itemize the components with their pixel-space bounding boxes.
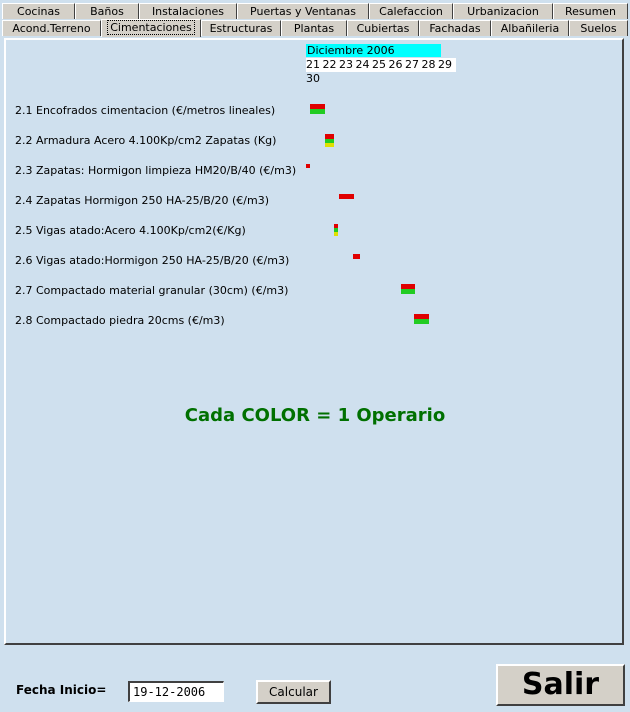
gantt-bar-2-1-operario-2	[310, 109, 325, 114]
gantt-bar-2-8-operario-1	[414, 314, 429, 319]
task-label: 2.4 Zapatas Hormigon 250 HA-25/B/20 (€/m…	[15, 194, 270, 207]
task-label: 2.3 Zapatas: Hormigon limpieza HM20/B/40…	[15, 164, 297, 177]
gantt-bar-2-2-operario-2	[325, 139, 334, 143]
tab-suelos[interactable]: Suelos	[569, 20, 628, 36]
operario-legend: Cada COLOR = 1 Operario	[184, 405, 446, 426]
gantt-bar-2-5-operario-2	[334, 228, 338, 232]
gantt-bar-2-7-operario-2	[401, 289, 415, 294]
task-label: 2.6 Vigas atado:Hormigon 250 HA-25/B/20 …	[15, 254, 290, 267]
tab-cubiertas[interactable]: Cubiertas	[347, 20, 419, 36]
gantt-bar-2-7-operario-1	[401, 284, 415, 289]
tab-banos[interactable]: Baños	[75, 3, 139, 19]
tab-cimentaciones-label: Cimentaciones	[107, 20, 195, 35]
task-label: 2.1 Encofrados cimentacion (€/metros lin…	[15, 104, 276, 117]
task-label: 2.8 Compactado piedra 20cms (€/m3)	[15, 314, 225, 327]
gantt-bar-2-5-operario-1	[334, 224, 338, 228]
gantt-bar-2-6-operario-1	[353, 254, 360, 259]
calendar-month: Diciembre 2006	[306, 44, 441, 57]
gantt-bar-2-8-operario-2	[414, 319, 429, 324]
cimentaciones-panel	[4, 38, 624, 645]
gantt-bar-2-1-operario-1	[310, 104, 325, 109]
task-label: 2.5 Vigas atado:Acero 4.100Kp/cm2(€/Kg)	[15, 224, 246, 237]
tab-urbanizacion[interactable]: Urbanizacion	[453, 3, 553, 19]
salir-button[interactable]: Salir	[496, 664, 625, 706]
tab-acond-terreno[interactable]: Acond.Terreno	[2, 20, 101, 36]
calcular-button[interactable]: Calcular	[256, 680, 331, 704]
tab-resumen[interactable]: Resumen	[553, 3, 628, 19]
tab-plantas[interactable]: Plantas	[281, 20, 347, 36]
tab-fachadas[interactable]: Fachadas	[419, 20, 491, 36]
tab-cimentaciones[interactable]: Cimentaciones	[101, 19, 201, 37]
task-label: 2.7 Compactado material granular (30cm) …	[15, 284, 289, 297]
gantt-bar-2-2-operario-3	[325, 143, 334, 147]
fecha-inicio-label: Fecha Inicio=	[16, 683, 107, 697]
task-label: 2.2 Armadura Acero 4.100Kp/cm2 Zapatas (…	[15, 134, 277, 147]
tab-puertas-ventanas[interactable]: Puertas y Ventanas	[237, 3, 369, 19]
gantt-bar-2-4-operario-1	[339, 194, 354, 199]
tab-instalaciones[interactable]: Instalaciones	[139, 3, 237, 19]
tab-cocinas[interactable]: Cocinas	[2, 3, 75, 19]
gantt-bar-2-3-operario-1	[306, 164, 310, 168]
calendar-days: 21 22 23 24 25 26 27 28 29 30	[306, 58, 456, 85]
fecha-inicio-field[interactable]: 19-12-2006	[128, 681, 224, 702]
gantt-bar-2-5-operario-3	[334, 232, 338, 236]
tab-estructuras[interactable]: Estructuras	[201, 20, 281, 36]
tab-calefaccion[interactable]: Calefaccion	[369, 3, 453, 19]
gantt-bar-2-2-operario-1	[325, 134, 334, 139]
tab-albanileria[interactable]: Albañileria	[491, 20, 569, 36]
